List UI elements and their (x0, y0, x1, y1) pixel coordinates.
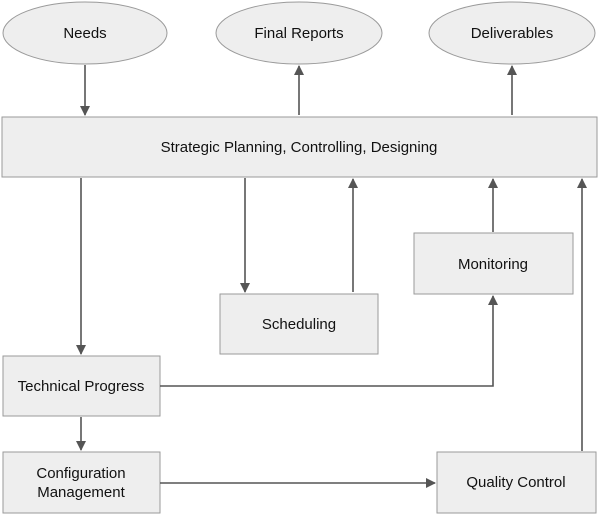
configuration-management-node: Configuration Management (2, 451, 161, 514)
technical-progress-node: Technical Progress (2, 355, 161, 417)
quality-control-node: Quality Control (436, 451, 597, 514)
scheduling-node: Scheduling (219, 293, 379, 355)
needs-label: Needs (63, 25, 106, 42)
arrow-technical-progress-to-monitoring (160, 295, 498, 387)
monitoring-node: Monitoring (413, 232, 574, 295)
configuration-label-line2: Management (37, 484, 125, 501)
deliverables-label: Deliverables (471, 25, 554, 42)
deliverables-node: Deliverables (428, 1, 596, 65)
monitoring-label: Monitoring (458, 256, 528, 273)
technical-progress-label: Technical Progress (18, 378, 145, 395)
final-reports-label: Final Reports (254, 25, 343, 42)
scheduling-label: Scheduling (262, 316, 336, 333)
quality-control-label: Quality Control (466, 474, 565, 491)
configuration-label-line1: Configuration (36, 465, 125, 482)
strategic-planning-node: Strategic Planning, Controlling, Designi… (1, 116, 598, 178)
needs-node: Needs (2, 1, 168, 65)
final-reports-node: Final Reports (215, 1, 383, 65)
strategic-planning-label: Strategic Planning, Controlling, Designi… (161, 139, 438, 156)
